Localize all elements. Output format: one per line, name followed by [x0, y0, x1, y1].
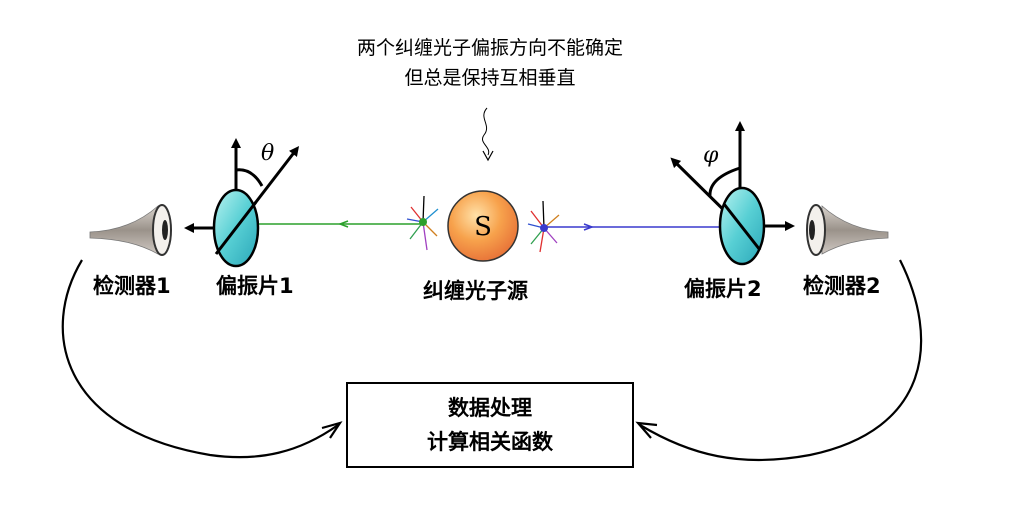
detector-1-connection: [61, 259, 339, 459]
left-photon-polarization-icon: [406, 195, 439, 251]
processing-line-1: 数据处理: [448, 396, 532, 420]
right-beam-arrow: [583, 223, 595, 231]
polarizer-1: θ: [184, 138, 300, 268]
annotation-pointer: [482, 107, 490, 156]
annotation-pointer-head: [482, 150, 494, 162]
detector-1-icon: [89, 204, 172, 256]
detector-2-label: 检测器2: [803, 274, 881, 298]
annotation-line-1: 两个纠缠光子偏振方向不能确定: [356, 37, 623, 59]
detector-2-connection: [639, 259, 923, 462]
polarizer-1-label: 偏振片1: [216, 274, 294, 298]
detector-1-label: 检测器1: [93, 274, 171, 298]
detector-2-icon: [806, 204, 889, 256]
processing-line-2: 计算相关函数: [427, 430, 553, 454]
polarizer-2: φ: [670, 121, 795, 266]
source-label: 纠缠光子源: [423, 279, 528, 303]
data-processing-box: 数据处理 计算相关函数: [346, 382, 634, 468]
angle-theta: θ: [261, 141, 274, 166]
detector-2-connection-head: [635, 421, 658, 439]
right-photon-polarization-icon: [527, 200, 560, 253]
annotation-text: 两个纠缠光子偏振方向不能确定 但总是保持互相垂直: [330, 33, 650, 93]
polarizer-2-label: 偏振片2: [684, 277, 762, 301]
left-beam-arrow: [337, 220, 349, 228]
detector-1-connection-head: [321, 421, 343, 439]
angle-phi: φ: [703, 143, 719, 168]
annotation-line-2: 但总是保持互相垂直: [404, 67, 576, 89]
photon-source-circle: [447, 190, 519, 262]
source-symbol: S: [474, 212, 492, 242]
